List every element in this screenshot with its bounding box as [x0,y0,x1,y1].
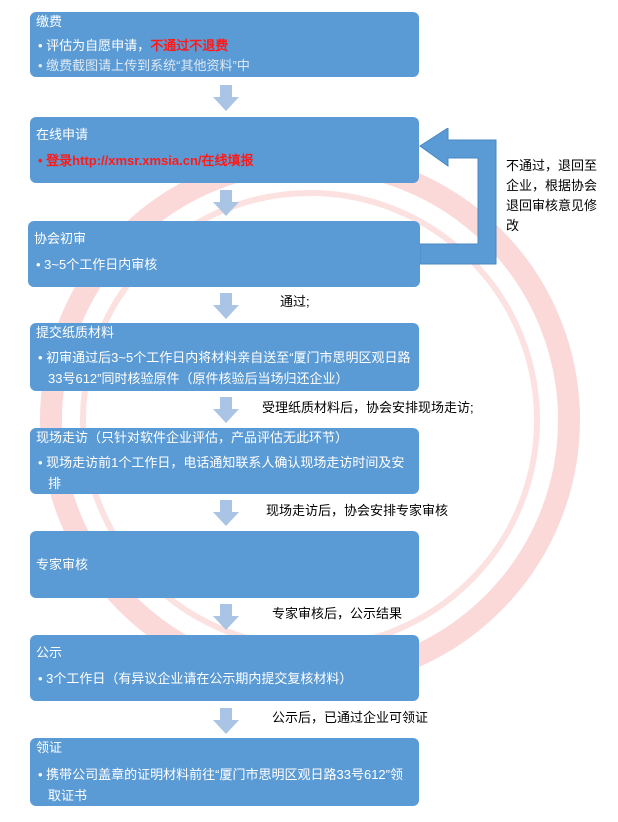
step-initial-review: 协会初审 • 3~5个工作日内审核 [28,221,420,287]
down-arrow-icon [213,500,239,526]
step-certificate: 领证 • 携带公司盖章的证明材料前往“厦门市思明区观日路33号612”领取证书 [30,738,419,806]
down-arrow-icon [213,397,239,423]
step-item: • 评估为自愿申请，不通过不退费 [38,38,229,53]
step-paper-materials: 提交纸质材料 • 初审通过后3~5个工作日内将材料亲自送至“厦门市思明区观日路3… [30,323,419,391]
step-item: • 现场走访前1个工作日，电话通知联系人确认现场走访时间及安排 [38,455,405,491]
after-visit-note: 现场走访后，协会安排专家审核 [266,503,449,518]
step-item: • 初审通过后3~5个工作日内将材料亲自送至“厦门市思明区观日路33号612”同… [38,350,411,386]
step-payment: 缴费 • 评估为自愿申请，不通过不退费 • 缴费截图请上传到系统“其他资料”中 [30,12,419,77]
step-item: • 3个工作日（有异议企业请在公示期内提交复核材料） [38,671,353,686]
item-text: 现场走访前1个工作日，电话通知联系人确认现场走访时间及安排 [46,455,405,491]
reject-note: 不通过，退回至企业，根据协会退回审核意见修改 [506,158,598,233]
highlight-text: 不通过不退费 [150,38,229,53]
step-expert-review: 专家审核 [30,531,419,598]
down-arrow-icon [213,85,239,111]
item-text: 携带公司盖章的证明材料前往“厦门市思明区观日路33号612”领取证书 [46,767,403,803]
return-arrow-icon [419,128,497,265]
down-arrow-icon [213,190,239,216]
down-arrow-icon [213,604,239,630]
step-title: 专家审核 [36,557,89,572]
step-title: 公示 [36,645,63,660]
pass-note: 通过; [280,294,310,309]
step-title: 缴费 [36,14,63,29]
step-title: 协会初审 [34,231,87,246]
step-title: 领证 [36,740,63,755]
step-title: 提交纸质材料 [36,325,115,340]
item-text: 缴费截图请上传到系统“其他资料”中 [46,58,250,73]
step-online-apply: 在线申请 • 登录http://xmsr.xmsia.cn/在线填报 [30,117,419,183]
step-title: 在线申请 [36,127,89,142]
item-text: 评估为自愿申请， [46,38,151,53]
item-text: 3个工作日（有异议企业请在公示期内提交复核材料） [46,671,353,686]
step-item: • 登录http://xmsr.xmsia.cn/在线填报 [38,153,254,168]
step-item: • 缴费截图请上传到系统“其他资料”中 [38,58,250,73]
apply-link[interactable]: 登录http://xmsr.xmsia.cn/在线填报 [46,153,254,168]
item-text: 初审通过后3~5个工作日内将材料亲自送至“厦门市思明区观日路33号612”同时核… [46,350,411,386]
step-item: • 3~5个工作日内审核 [36,257,158,272]
step-publicity: 公示 • 3个工作日（有异议企业请在公示期内提交复核材料） [30,635,419,701]
step-title: 现场走访（只针对软件企业评估，产品评估无此环节） [36,430,349,445]
item-text: 3~5个工作日内审核 [44,257,158,272]
after-expert-note: 专家审核后，公示结果 [272,606,403,621]
down-arrow-icon [213,708,239,734]
after-paper-note: 受理纸质材料后，协会安排现场走访; [262,400,474,415]
after-public-note: 公示后，已通过企业可领证 [272,710,429,725]
step-item: • 携带公司盖章的证明材料前往“厦门市思明区观日路33号612”领取证书 [38,767,403,803]
down-arrow-icon [213,293,239,319]
step-site-visit: 现场走访（只针对软件企业评估，产品评估无此环节） • 现场走访前1个工作日，电话… [30,428,419,494]
